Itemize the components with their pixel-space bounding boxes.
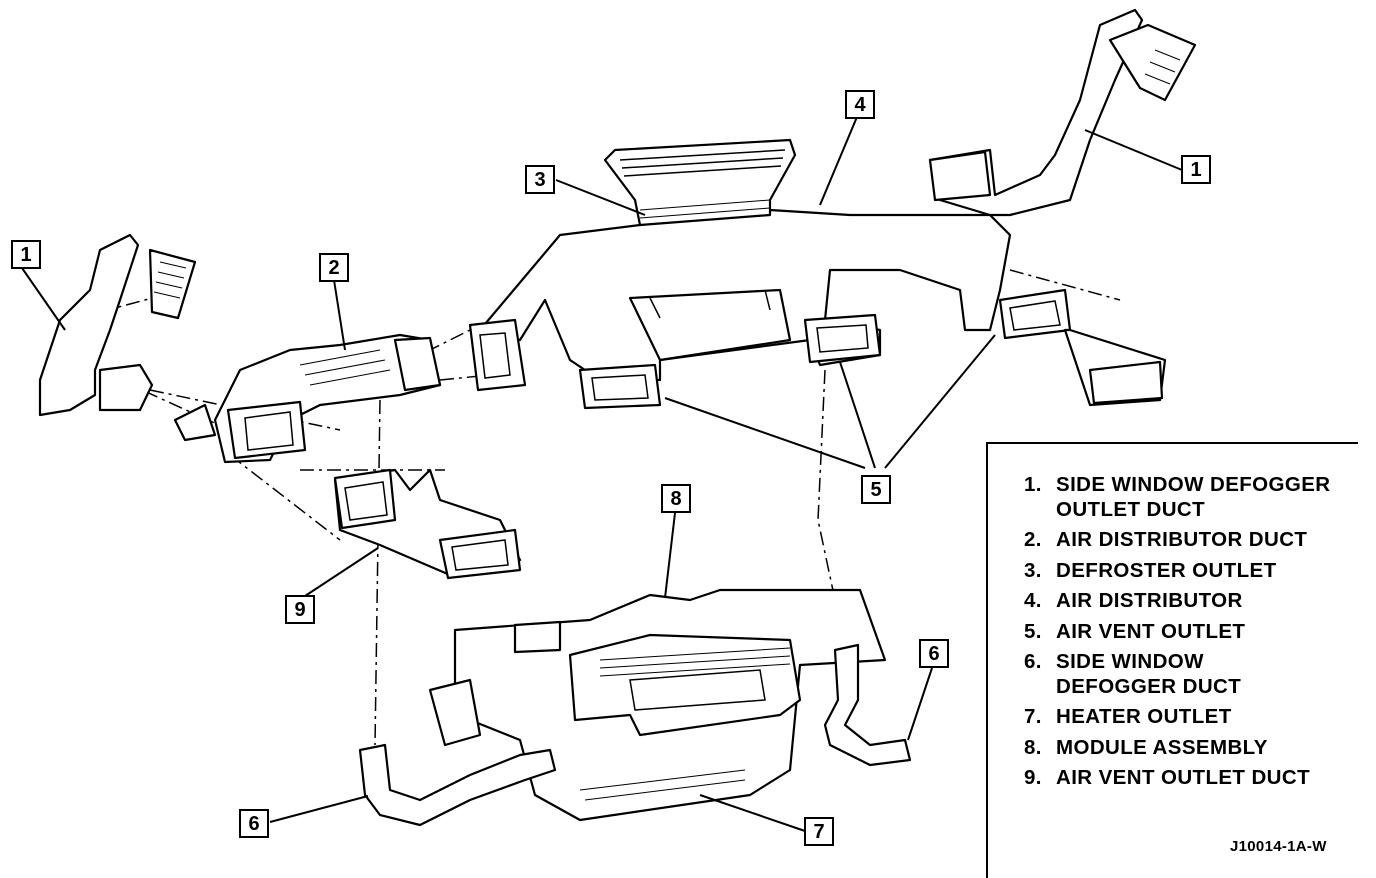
legend-item-number: 8. bbox=[1024, 735, 1042, 759]
legend-item-number: 2. bbox=[1024, 528, 1042, 551]
legend-item-text: SIDE WINDOW DEFOGGER OUTLET DUCT bbox=[1056, 473, 1331, 521]
legend-item-number: 6. bbox=[1024, 650, 1042, 673]
legend-item-number: 5. bbox=[1024, 619, 1042, 643]
legend-item: 5. AIR VENT OUTLET bbox=[1024, 617, 1358, 648]
left-defogger-outlet-duct bbox=[38, 233, 197, 417]
module-assembly bbox=[428, 588, 887, 822]
svg-text:3: 3 bbox=[534, 169, 545, 191]
legend-item-text: DEFROSTER OUTLET bbox=[1056, 558, 1277, 582]
defroster-outlet bbox=[603, 138, 797, 227]
callout-7: 7 bbox=[804, 817, 834, 846]
legend-item-number: 1. bbox=[1024, 473, 1042, 496]
figure-code: J10014-1A-W bbox=[1230, 838, 1327, 855]
legend-item: 1. SIDE WINDOW DEFOGGER OUTLET DUCT bbox=[1024, 470, 1358, 525]
air-distributor bbox=[468, 208, 1012, 392]
right-defogger-outlet-duct bbox=[928, 8, 1197, 217]
legend-item-number: 9. bbox=[1024, 766, 1042, 789]
callout-6-right: 6 bbox=[919, 639, 949, 668]
svg-text:1: 1 bbox=[20, 244, 31, 266]
legend-item-text: AIR DISTRIBUTOR bbox=[1056, 589, 1243, 612]
legend-item: 6. SIDE WINDOW DEFOGGER DUCT bbox=[1024, 647, 1358, 702]
svg-text:4: 4 bbox=[854, 94, 866, 116]
svg-text:2: 2 bbox=[328, 257, 339, 279]
svg-text:5: 5 bbox=[870, 479, 881, 501]
legend-item: 2. AIR DISTRIBUTOR DUCT bbox=[1024, 525, 1358, 556]
air-vent-outlets bbox=[578, 288, 1167, 410]
svg-text:8: 8 bbox=[670, 488, 681, 510]
legend-item: 4. AIR DISTRIBUTOR bbox=[1024, 586, 1358, 617]
svg-text:9: 9 bbox=[294, 599, 305, 621]
callout-2: 2 bbox=[319, 253, 349, 282]
legend-item: 8. MODULE ASSEMBLY bbox=[1024, 733, 1358, 764]
air-distributor-duct bbox=[173, 333, 442, 464]
callout-8: 8 bbox=[661, 484, 691, 513]
callout-6-left: 6 bbox=[239, 809, 269, 838]
svg-text:1: 1 bbox=[1190, 159, 1201, 181]
legend-item-text: AIR VENT OUTLET DUCT bbox=[1056, 766, 1310, 789]
callout-5: 5 bbox=[861, 475, 891, 504]
svg-text:6: 6 bbox=[248, 813, 259, 835]
legend-item-text: HEATER OUTLET bbox=[1056, 705, 1232, 728]
svg-text:7: 7 bbox=[813, 821, 824, 843]
leader-lines bbox=[21, 104, 1183, 832]
legend-item: 3. DEFROSTER OUTLET bbox=[1024, 556, 1358, 587]
legend-item-number: 3. bbox=[1024, 558, 1042, 582]
legend-item: 7. HEATER OUTLET bbox=[1024, 702, 1358, 733]
legend-list: 1. SIDE WINDOW DEFOGGER OUTLET DUCT 2. AIR … bbox=[988, 444, 1358, 794]
air-vent-outlet-duct bbox=[333, 468, 522, 580]
callout-3: 3 bbox=[525, 165, 555, 194]
legend-item-text: SIDE WINDOW DEFOGGER DUCT bbox=[1056, 650, 1242, 698]
legend-item-text: AIR DISTRIBUTOR DUCT bbox=[1056, 528, 1308, 551]
callout-1-left: 1 bbox=[11, 240, 41, 269]
legend-item-text: MODULE ASSEMBLY bbox=[1056, 735, 1268, 759]
callout-4: 4 bbox=[845, 90, 875, 119]
legend-item-text: AIR VENT OUTLET bbox=[1056, 619, 1246, 643]
callout-9: 9 bbox=[285, 595, 315, 624]
legend-item-number: 7. bbox=[1024, 705, 1042, 728]
legend-item-number: 4. bbox=[1024, 589, 1042, 612]
parts-legend: 1. SIDE WINDOW DEFOGGER OUTLET DUCT 2. AIR … bbox=[986, 442, 1358, 878]
svg-text:6: 6 bbox=[928, 643, 939, 665]
defogger-hoses bbox=[358, 643, 912, 827]
callout-1-right: 1 bbox=[1181, 155, 1211, 184]
legend-item: 9. AIR VENT OUTLET DUCT bbox=[1024, 763, 1358, 794]
